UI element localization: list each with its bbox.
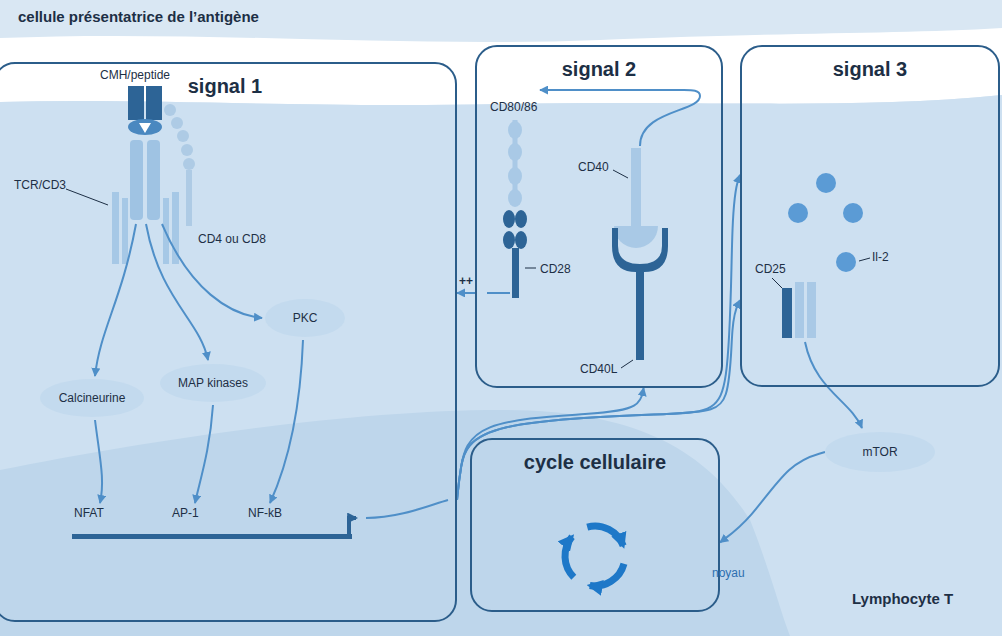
signal-box: signal 1 Calcineurine MAP kinases PKC bbox=[0, 62, 457, 622]
node-heading: signal 3 bbox=[742, 57, 998, 81]
signal-arrow bbox=[270, 340, 303, 503]
connector-arrow bbox=[457, 388, 644, 500]
cd40l bbox=[612, 228, 668, 360]
mhc-chain bbox=[146, 86, 162, 120]
part-label: cellule présentatrice de l’antigène bbox=[18, 8, 259, 26]
signal-arrow bbox=[540, 90, 700, 146]
cycle-arrow bbox=[565, 537, 574, 577]
enzyme-ellipse: PKC bbox=[265, 299, 345, 337]
edge-label: ++ bbox=[457, 274, 475, 288]
signal-arrow bbox=[487, 292, 510, 294]
cd80-domain bbox=[508, 167, 522, 185]
signal-box: signal 3mTOR bbox=[740, 45, 1000, 387]
cd25-chain bbox=[782, 288, 792, 338]
cycle-symbol bbox=[565, 526, 624, 586]
part-label: Il-2 bbox=[872, 250, 889, 264]
signal-arrow bbox=[95, 224, 136, 376]
part-label: AP-1 bbox=[172, 506, 199, 520]
il2-molecule bbox=[816, 173, 836, 193]
cd28-domain bbox=[515, 210, 527, 228]
node-heading: signal 2 bbox=[477, 57, 721, 81]
il2-molecule bbox=[843, 203, 863, 223]
cd3-chain bbox=[122, 198, 128, 264]
connector-arrow bbox=[457, 300, 740, 500]
signal-arrow bbox=[95, 420, 102, 503]
cycle-box: cycle cellulaire bbox=[470, 438, 720, 612]
signal-arrow bbox=[366, 500, 448, 518]
cd28-domain bbox=[503, 231, 515, 249]
cd3-chain bbox=[112, 192, 119, 264]
enzyme-ellipse: Calcineurine bbox=[40, 379, 144, 417]
cd40-stalk bbox=[631, 148, 641, 228]
leader-line bbox=[621, 360, 633, 368]
leader-line bbox=[859, 258, 870, 261]
t-cell-ground bbox=[0, 95, 1002, 636]
cd4-domain bbox=[181, 144, 193, 156]
cd4-stalk bbox=[186, 170, 192, 226]
tcr-chain bbox=[130, 140, 143, 220]
dna bbox=[72, 534, 352, 539]
cd4-domain bbox=[183, 158, 195, 170]
cd40-head bbox=[614, 226, 658, 248]
il2-receptor-chain bbox=[795, 282, 804, 338]
part-label: CMH/peptide bbox=[100, 68, 170, 82]
node-text: MAP kinases bbox=[178, 376, 248, 390]
cd4-domain bbox=[177, 130, 189, 142]
part-label: noyau bbox=[712, 566, 745, 580]
cd80-domain bbox=[508, 189, 522, 207]
connector-arrow bbox=[457, 292, 475, 294]
cycle-arrow bbox=[590, 564, 624, 586]
part-label: CD40L bbox=[580, 362, 617, 376]
part-label: NFAT bbox=[74, 506, 104, 520]
nucleus bbox=[0, 410, 790, 636]
part-label: NF-kB bbox=[248, 506, 282, 520]
transcription-start bbox=[349, 518, 356, 534]
cd4-domain bbox=[164, 104, 176, 116]
cd80-domain bbox=[508, 121, 522, 139]
cd80-domain bbox=[508, 143, 522, 161]
node-heading: signal 1 bbox=[0, 74, 455, 98]
node-text: Calcineurine bbox=[59, 391, 126, 405]
enzyme-ellipse: mTOR bbox=[825, 432, 935, 472]
enzyme-ellipse: MAP kinases bbox=[160, 364, 266, 402]
node-text: PKC bbox=[293, 311, 318, 325]
part-label: CD40 bbox=[578, 160, 609, 174]
signal-box: signal 2 bbox=[475, 45, 723, 388]
part-label: CD25 bbox=[755, 262, 786, 276]
cd28-domain bbox=[503, 210, 515, 228]
part-label: CD4 ou CD8 bbox=[198, 232, 266, 246]
il2-receptor-chain bbox=[807, 282, 816, 338]
node-heading: cycle cellulaire bbox=[472, 450, 718, 474]
leader-line bbox=[613, 170, 628, 178]
signal-arrow bbox=[195, 405, 213, 503]
leader-line bbox=[66, 189, 108, 205]
cycle-arrow bbox=[587, 526, 623, 546]
part-label: CD80/86 bbox=[490, 100, 537, 114]
part-label: TCR/CD3 bbox=[14, 178, 66, 192]
cd28-stalk bbox=[512, 248, 519, 298]
mhc-groove bbox=[128, 119, 162, 135]
part-label: CD28 bbox=[540, 262, 571, 276]
leader-line bbox=[525, 268, 536, 269]
peptide bbox=[139, 123, 151, 133]
part-label: Lymphocyte T bbox=[852, 590, 953, 608]
leader-line bbox=[772, 278, 782, 288]
il2-molecule bbox=[788, 203, 808, 223]
connector-arrow bbox=[720, 452, 825, 542]
cd28-domain bbox=[515, 231, 527, 249]
il2-molecule bbox=[836, 252, 856, 272]
tcr-chain bbox=[147, 140, 160, 220]
connector-arrow bbox=[457, 175, 740, 500]
mhc-chain bbox=[128, 86, 144, 120]
cd4-domain bbox=[171, 117, 183, 129]
node-text: mTOR bbox=[862, 445, 897, 459]
signal-arrow bbox=[805, 342, 862, 428]
